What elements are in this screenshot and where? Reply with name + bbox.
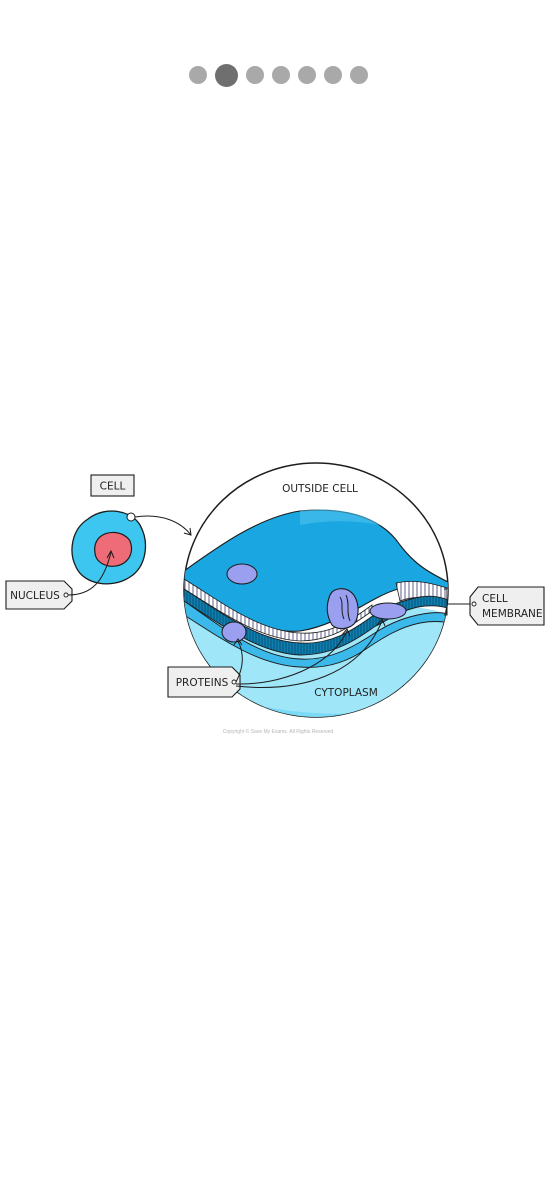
cell-label-tag: CELL xyxy=(90,474,135,497)
zoom-arrow xyxy=(134,515,192,536)
nucleus xyxy=(94,531,133,567)
nucleus-label-tag: NUCLEUS xyxy=(5,580,73,610)
small-cell xyxy=(71,510,147,585)
nucleus-label: NUCLEUS xyxy=(10,590,60,602)
pagination-dots xyxy=(0,63,556,87)
protein-lower-right xyxy=(369,602,407,620)
proteins-label: PROTEINS xyxy=(176,677,229,689)
page-dot-4[interactable] xyxy=(271,66,290,84)
page-dot-5[interactable] xyxy=(297,66,316,84)
cell-pin xyxy=(126,512,136,522)
protein-surface xyxy=(226,563,258,585)
diagram-svg: CELL NUCLEUS xyxy=(5,462,545,735)
cell-membrane-diagram: CELL NUCLEUS xyxy=(0,455,556,745)
nucleus-arrow xyxy=(67,551,112,596)
protein-pointer-arrows xyxy=(233,618,386,688)
membrane-top-surface xyxy=(184,509,448,632)
cell-membrane-label-line1: CELL xyxy=(482,593,508,605)
page-dot-7[interactable] xyxy=(349,66,368,84)
protein-channel xyxy=(326,588,359,630)
cell-membrane-label-tag: CELL MEMBRANE xyxy=(469,586,545,626)
cell-membrane-label-line2: MEMBRANE xyxy=(482,608,543,620)
page-dot-1[interactable] xyxy=(188,66,207,84)
protein-lower-left xyxy=(221,621,247,643)
page-dot-2[interactable] xyxy=(214,63,238,87)
proteins-label-tag: PROTEINS xyxy=(167,666,241,698)
membrane-inner-band xyxy=(184,588,448,656)
outside-cell-label: OUTSIDE CELL xyxy=(282,483,358,495)
page-dot-3[interactable] xyxy=(245,66,264,84)
membrane-bracket xyxy=(444,588,448,616)
cell-label: CELL xyxy=(100,481,126,493)
page-dot-6[interactable] xyxy=(323,66,342,84)
copyright-text: Copyright © Save My Exams. All Rights Re… xyxy=(223,728,334,735)
cytoplasm-label: CYTOPLASM xyxy=(314,687,378,699)
